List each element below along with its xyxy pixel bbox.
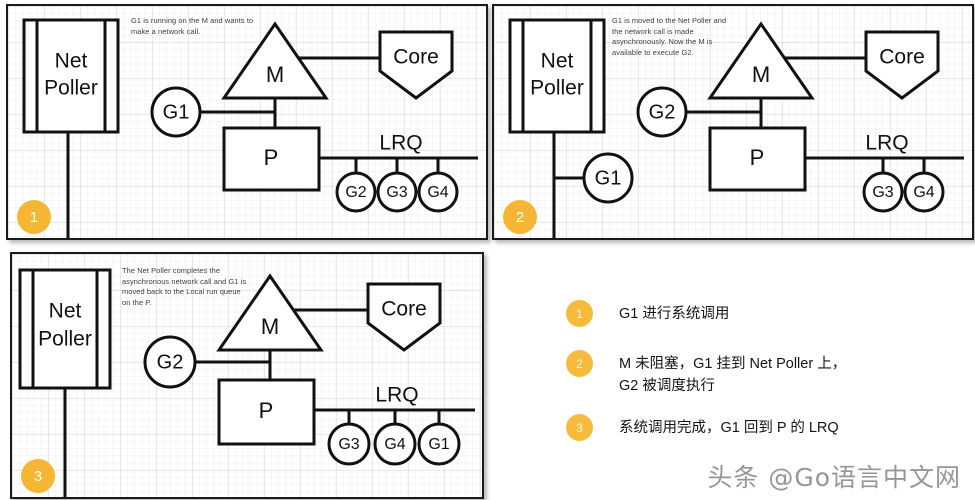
legend-badge-1: 1 xyxy=(566,300,593,327)
lrq-goroutine-label: G4 xyxy=(427,184,448,201)
legend-text-3: 系统调用完成，G1 回到 P 的 LRQ xyxy=(619,420,839,436)
step-badge-3: 3 xyxy=(21,459,55,493)
goroutine-on-m-label: G1 xyxy=(163,101,190,123)
diagram-panel-step-3: Net Poller M Core P LRQ G2 G3 G4 G1 The … xyxy=(10,252,484,499)
legend-text-2: M 未阻塞，G1 挂到 Net Poller 上， G2 被调度执行 xyxy=(619,356,847,395)
netpoller-label-line1: Net xyxy=(49,300,82,323)
lrq-label: LRQ xyxy=(865,132,908,155)
core-label: Core xyxy=(879,46,925,69)
m-label: M xyxy=(266,62,284,87)
panel-1-diagram: Net Poller M Core P LRQ G1 G2 G3 G4 xyxy=(22,18,478,238)
legend: 1 G1 进行系统调用 2 M 未阻塞，G1 挂到 Net Poller 上， … xyxy=(560,292,968,462)
panel-2-diagram: Net Poller G1 M Core P LRQ G2 G3 G4 xyxy=(508,18,964,238)
lrq-goroutine-label: G2 xyxy=(345,184,366,201)
step-badge-1: 1 xyxy=(17,200,51,234)
panel-annotation-text: G1 is moved to the Net Poller and the ne… xyxy=(612,16,727,57)
lrq-goroutine-label: G3 xyxy=(872,184,893,201)
lrq-label: LRQ xyxy=(375,384,418,407)
lrq-goroutine-label: G4 xyxy=(384,436,405,453)
step-badge-2: 2 xyxy=(503,200,537,234)
legend-badge-2: 2 xyxy=(566,350,593,377)
m-label: M xyxy=(261,314,279,339)
panel-annotation-text: The Net Poller completes the asynchronou… xyxy=(122,266,247,307)
goroutine-on-m-label: G2 xyxy=(649,101,676,123)
lrq-label: LRQ xyxy=(379,132,422,155)
p-label: P xyxy=(750,145,765,170)
panel-annotation-text: G1 is running on the M and wants to make… xyxy=(131,16,254,36)
lrq-goroutine-label: G1 xyxy=(428,436,449,453)
netpoller-label-line2: Poller xyxy=(44,77,98,100)
legend-badge-3: 3 xyxy=(566,414,593,441)
legend-item-3: 3 系统调用完成，G1 回到 P 的 LRQ xyxy=(566,414,839,441)
watermark: 头条 @Go语言中文网 xyxy=(707,463,961,492)
netpoller-label-line1: Net xyxy=(541,50,574,73)
diagram-panel-step-1: Net Poller M Core P LRQ G1 G2 G3 G4 G1 i… xyxy=(6,4,488,240)
legend-text-1: G1 进行系统调用 xyxy=(619,306,730,322)
diagram-panel-step-2: Net Poller G1 M Core P LRQ G2 G3 G4 G1 i… xyxy=(492,4,974,240)
legend-item-2: 2 M 未阻塞，G1 挂到 Net Poller 上， G2 被调度执行 xyxy=(566,350,846,398)
lrq-goroutine-label: G3 xyxy=(386,184,407,201)
m-label: M xyxy=(752,62,770,87)
netpoller-label-line1: Net xyxy=(55,50,88,73)
core-label: Core xyxy=(393,46,439,69)
netpoller-goroutine-label: G1 xyxy=(595,167,622,189)
panel-3-diagram: Net Poller M Core P LRQ G2 G3 G4 G1 xyxy=(18,268,475,497)
core-label: Core xyxy=(381,298,427,321)
p-label: P xyxy=(264,145,279,170)
netpoller-label-line2: Poller xyxy=(38,328,92,351)
legend-item-1: 1 G1 进行系统调用 xyxy=(566,300,729,327)
goroutine-on-m-label: G2 xyxy=(157,351,184,373)
p-label: P xyxy=(259,398,274,423)
netpoller-label-line2: Poller xyxy=(530,77,584,100)
lrq-goroutine-label: G3 xyxy=(338,436,359,453)
lrq-goroutine-label: G4 xyxy=(913,184,934,201)
